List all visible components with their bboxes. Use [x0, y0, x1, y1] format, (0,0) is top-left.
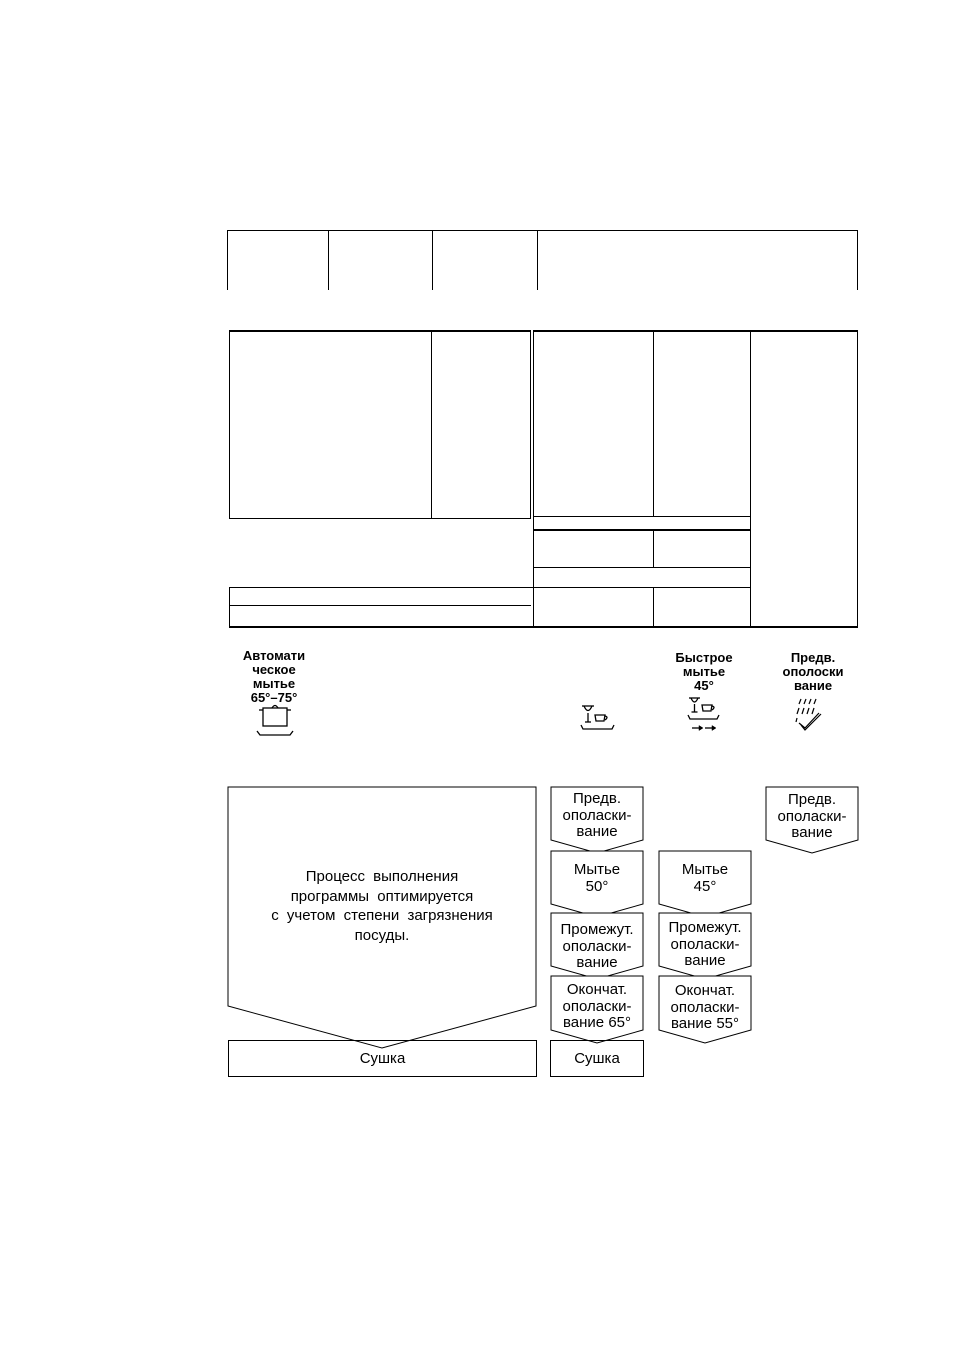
- quick-wash-icon: [687, 697, 720, 731]
- program-title-quick: Быстрое мытье 45°: [675, 650, 733, 693]
- quick-step-intermediate: Промежут. ополаски- вание: [668, 919, 742, 969]
- quick-step-wash-shape: [658, 850, 752, 918]
- prerinse-step-shape: [765, 786, 859, 854]
- quick-step-final-shape: [658, 975, 752, 1044]
- normal-step-wash-shape: [550, 850, 644, 918]
- program-title-auto: Автомати ческое мытье 65°–75°: [242, 648, 306, 705]
- pot-icon: [256, 704, 294, 736]
- quick-step-final: Окончат. ополаски- вание 55°: [670, 982, 740, 1032]
- normal-step-prerinse-shape: [550, 786, 644, 854]
- dishes-icon: [580, 705, 615, 730]
- normal-drying-box: Сушка: [550, 1040, 644, 1077]
- auto-drying-box: Сушка: [228, 1040, 537, 1077]
- normal-step-final-shape: [550, 975, 644, 1044]
- normal-step-prerinse: Предв. ополаски- вание: [562, 790, 632, 840]
- program-title-prerinse: Предв. ополоски вание: [782, 650, 844, 693]
- normal-step-wash: Мытье 50°: [573, 861, 621, 895]
- normal-step-intermediate-shape: [550, 912, 644, 980]
- normal-drying-label: Сушка: [574, 1050, 620, 1067]
- normal-step-intermediate: Промежут. ополаски- вание: [560, 921, 634, 971]
- normal-step-final: Окончат. ополаски- вание 65°: [562, 981, 632, 1031]
- quick-step-intermediate-shape: [658, 912, 752, 980]
- auto-process-text: Процесс выполнения программы оптимируетс…: [271, 868, 493, 944]
- auto-drying-label: Сушка: [359, 1050, 406, 1067]
- quick-step-wash: Мытье 45°: [681, 861, 729, 895]
- auto-process-shape: [227, 786, 537, 1049]
- prerinse-step: Предв. ополаски- вание: [777, 791, 847, 841]
- spray-icon: [795, 698, 822, 731]
